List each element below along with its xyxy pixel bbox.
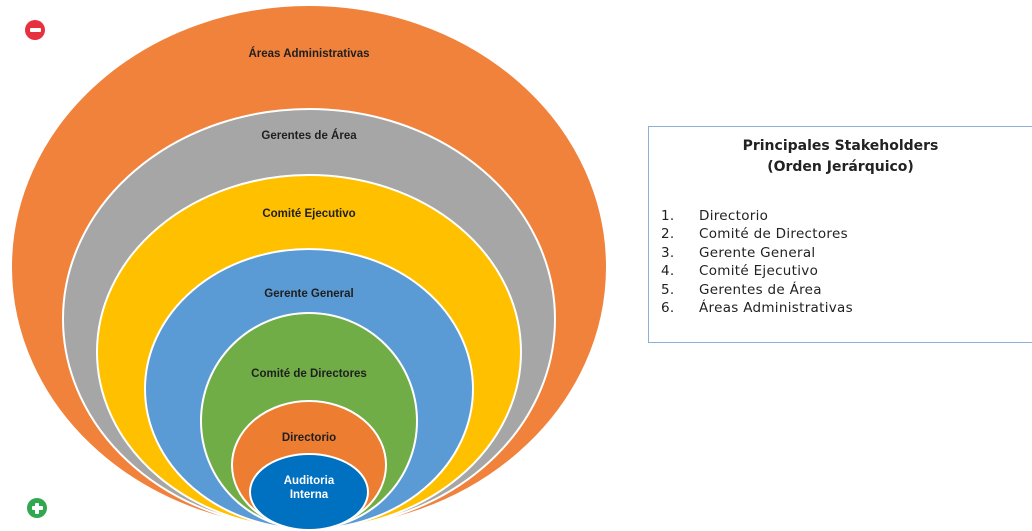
legend-item: 4.Comité Ejecutivo — [661, 263, 819, 280]
legend-item-label: Áreas Administrativas — [699, 299, 853, 316]
legend-box: Principales Stakeholders (Orden Jerárqui… — [648, 126, 1032, 343]
ring-label-2: Comité Ejecutivo — [262, 208, 355, 220]
legend-title-line-1: Principales Stakeholders — [742, 138, 939, 154]
legend-item-label: Directorio — [699, 208, 769, 224]
legend-title: Principales Stakeholders (Orden Jerárqui… — [649, 136, 1032, 178]
zoom-in-button[interactable] — [27, 498, 47, 518]
legend-item-label: Comité de Directores — [699, 226, 848, 243]
ring-label-4: Comité de Directores — [251, 368, 367, 380]
ring-label-5: Directorio — [282, 432, 336, 444]
ring-label-0: Áreas Administrativas — [248, 47, 369, 60]
minus-circle-icon — [29, 28, 41, 32]
ring-label-1: Gerentes de Área — [261, 129, 357, 142]
legend-item: 5.Gerentes de Área — [661, 281, 822, 298]
legend-item: 3.Gerente General — [661, 244, 816, 261]
legend-item-label: Comité Ejecutivo — [699, 263, 819, 280]
legend-item-label: Gerente General — [699, 244, 816, 261]
legend-item: 6.Áreas Administrativas — [661, 299, 853, 316]
legend-item: 1.Directorio — [661, 208, 769, 224]
legend-item-label: Gerentes de Área — [699, 281, 822, 298]
legend-item: 2.Comité de Directores — [661, 226, 848, 243]
legend-list: 1.Directorio 2.Comité de Directores 3.Ge… — [661, 207, 853, 317]
ring-6 — [249, 453, 369, 531]
legend-title-line-2: (Orden Jerárquico) — [767, 159, 914, 175]
zoom-out-button[interactable] — [25, 20, 45, 40]
ring-label-3: Gerente General — [264, 288, 353, 300]
